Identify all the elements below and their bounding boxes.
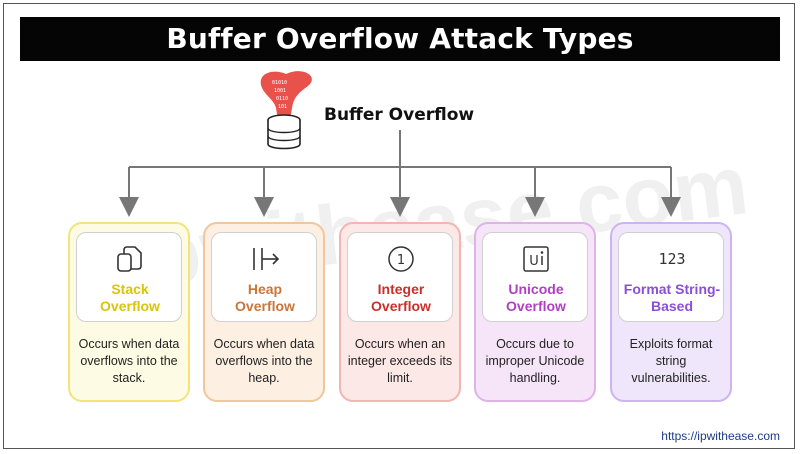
card-stack-overflow: Stack Overflow Occurs when data overflow…: [68, 222, 190, 402]
card-title: Format String- Based: [623, 281, 721, 314]
card-description: Exploits format string vulnerabilities.: [629, 337, 713, 385]
root-node-label: Buffer Overflow: [324, 105, 475, 125]
card-format-string: 123 Format String- Based Exploits format…: [610, 222, 732, 402]
svg-text:101: 101: [278, 104, 287, 110]
card-header: Heap Overflow: [211, 232, 317, 322]
card-description: Occurs due to improper Unicode handling.: [485, 337, 585, 385]
card-description: Occurs when data overflows into the heap…: [213, 337, 315, 385]
svg-text:U: U: [529, 254, 539, 269]
unicode-icon: U: [483, 239, 589, 279]
stack-copy-icon: [77, 239, 183, 279]
card-description: Occurs when an integer exceeds its limit…: [347, 337, 453, 385]
card-title: Unicode Overflow: [506, 281, 566, 314]
card-heap-overflow: Heap Overflow Occurs when data overflows…: [203, 222, 325, 402]
card-header: U Unicode Overflow: [482, 232, 588, 322]
page-title: Buffer Overflow Attack Types: [20, 17, 780, 61]
card-title: Stack Overflow: [100, 281, 160, 314]
svg-text:01010: 01010: [272, 80, 287, 86]
card-unicode-overflow: U Unicode Overflow Occurs due to imprope…: [474, 222, 596, 402]
arrow-right-bar-icon: [212, 239, 318, 279]
card-title: Integer Overflow: [371, 281, 431, 314]
svg-text:1001: 1001: [274, 88, 286, 94]
svg-text:0110: 0110: [276, 96, 288, 102]
card-header: 123 Format String- Based: [618, 232, 724, 322]
card-description: Occurs when data overflows into the stac…: [78, 337, 180, 385]
database-binary-icon: 01010 1001 0110 101: [260, 71, 312, 150]
diagram-frame: Buffer Overflow Attack Types ipwithease.…: [3, 3, 795, 449]
connector-lines: 01010 1001 0110 101: [119, 71, 681, 217]
card-header: 1 Integer Overflow: [347, 232, 453, 322]
card-header: Stack Overflow: [76, 232, 182, 322]
numbers-123-icon: 123: [658, 250, 686, 268]
source-link[interactable]: https://ipwithease.com: [661, 429, 780, 443]
svg-text:1: 1: [397, 253, 405, 268]
card-integer-overflow: 1 Integer Overflow Occurs when an intege…: [339, 222, 461, 402]
circled-one-icon: 1: [348, 239, 454, 279]
card-title: Heap Overflow: [235, 281, 295, 314]
